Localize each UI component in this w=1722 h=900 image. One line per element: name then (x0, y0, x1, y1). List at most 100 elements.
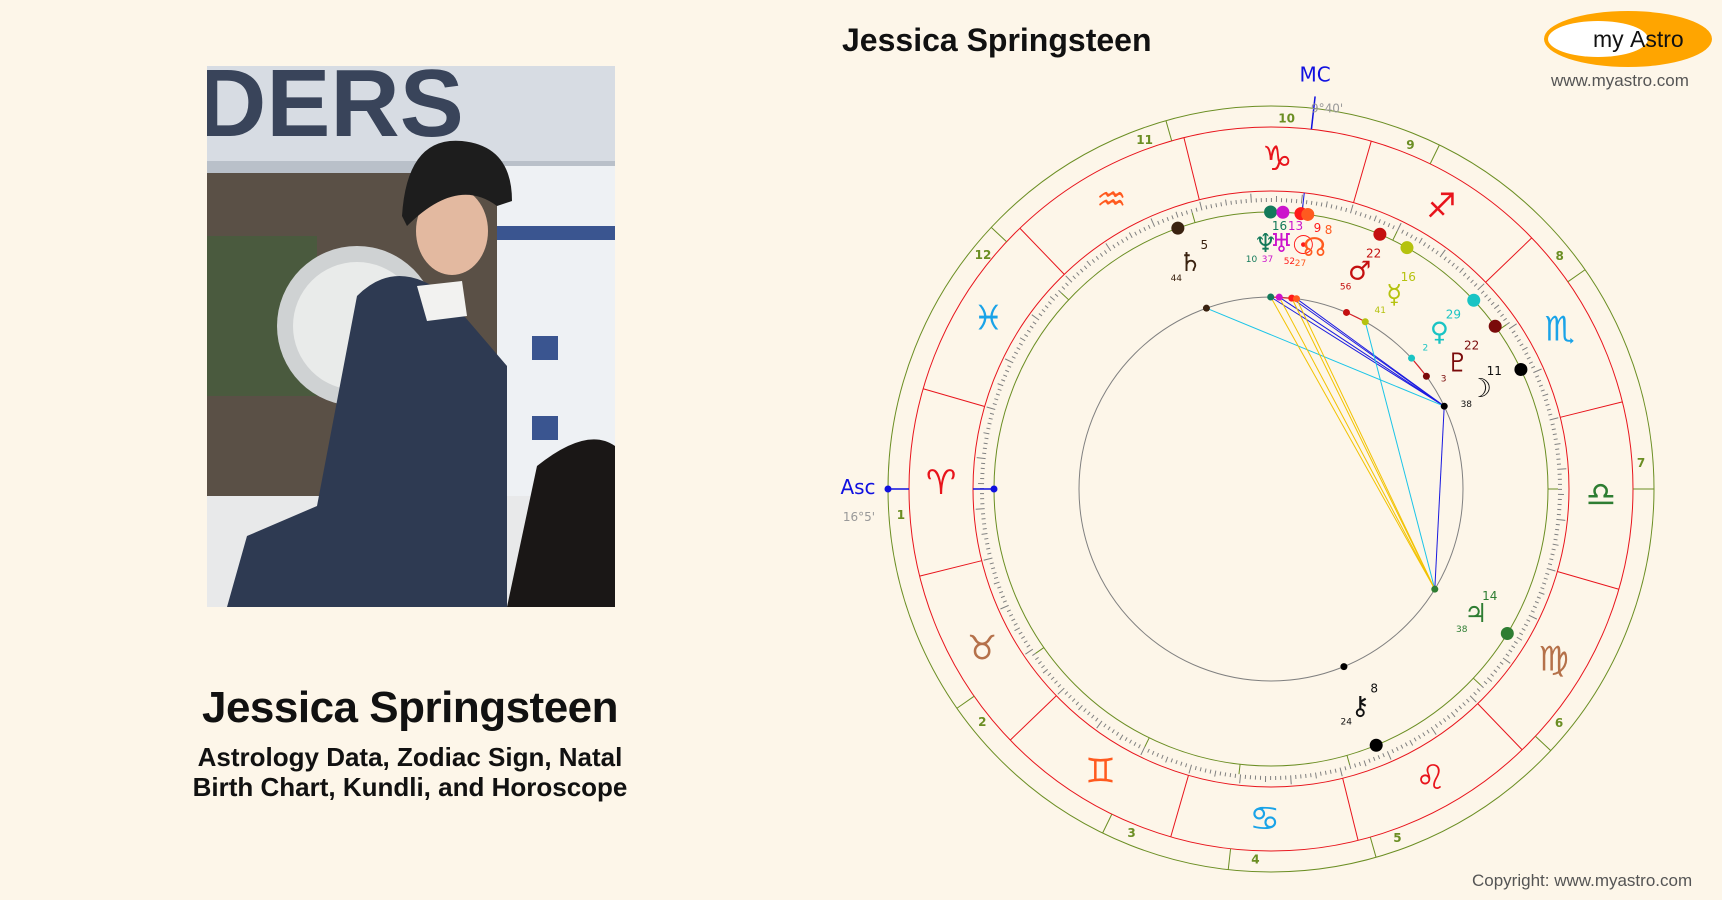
house-cusp-outer (1429, 144, 1440, 165)
house-number-3: 3 (1127, 826, 1135, 840)
planet-dot-moon[interactable] (1514, 363, 1528, 377)
aspect-point-uranus (1275, 293, 1283, 301)
degree-tick (1383, 221, 1386, 226)
degree-tick (1329, 769, 1332, 774)
degree-tick (1300, 194, 1303, 204)
house-number-2: 2 (978, 715, 986, 729)
degree-tick (1116, 241, 1120, 246)
degree-tick (1320, 202, 1323, 207)
degree-tick (1364, 213, 1367, 218)
degree-tick (1219, 771, 1222, 776)
degree-tick (1480, 290, 1485, 294)
planet-dot-uranus[interactable] (1276, 205, 1290, 219)
sign-boundary (1019, 227, 1065, 275)
planet-dot-saturn[interactable] (1171, 221, 1185, 235)
degree-tick (1078, 705, 1083, 711)
degree-tick (999, 591, 1004, 594)
degree-tick (1454, 708, 1459, 713)
degree-tick (1349, 764, 1352, 769)
degree-tick (992, 403, 997, 406)
degree-tick (1335, 205, 1338, 210)
degree-tick (984, 537, 989, 540)
degree-tick (1230, 200, 1232, 205)
planet-dot-pluto[interactable] (1488, 319, 1502, 333)
degree-tick (997, 383, 1004, 387)
degree-tick (1487, 677, 1493, 682)
degree-tick (1009, 614, 1014, 617)
degree-tick (1462, 702, 1466, 706)
degree-tick (1325, 201, 1328, 208)
degree-tick (1519, 632, 1524, 636)
sign-boundary (1477, 703, 1523, 751)
degree-tick (1476, 688, 1481, 692)
degree-tick (1075, 701, 1080, 706)
sign-glyph-aquarius-icon: ♒ (1096, 180, 1126, 220)
degree-tick (1239, 774, 1242, 784)
planet-minute-jupiter: 38 (1456, 625, 1468, 635)
degree-tick (1171, 215, 1174, 220)
degree-tick (1554, 443, 1561, 445)
planet-glyph-pluto-icon: ♇ (1446, 348, 1469, 378)
degree-tick (1041, 664, 1045, 669)
degree-tick (1344, 766, 1347, 771)
degree-tick (1049, 296, 1055, 301)
planet-dot-neptune[interactable] (1264, 205, 1278, 219)
planet-degree-chiron: 8 (1370, 681, 1378, 695)
house-cusp-outer (990, 227, 1007, 243)
degree-tick (1497, 309, 1501, 314)
degree-tick (1005, 369, 1010, 373)
sign-boundary (1183, 137, 1200, 200)
planet-dot-mercury[interactable] (1400, 241, 1414, 255)
house-cusp-outer (1535, 735, 1552, 751)
degree-tick (992, 572, 997, 575)
sign-glyph-aries-icon: ♈ (926, 463, 956, 503)
myastro-logo[interactable]: my Astro (1543, 10, 1713, 68)
house-number-7: 7 (1637, 456, 1645, 470)
degree-tick (1209, 769, 1212, 774)
degree-tick (1330, 204, 1333, 209)
degree-tick (1553, 438, 1558, 441)
aspect-point-moon (1440, 402, 1448, 410)
degree-tick (1014, 351, 1019, 355)
aspect-point-jupiter (1431, 585, 1439, 593)
degree-tick (1190, 209, 1193, 214)
degree-tick (1180, 211, 1184, 217)
degree-tick (1091, 259, 1096, 263)
degree-tick (1450, 711, 1456, 718)
degree-tick (1532, 605, 1537, 609)
planet-dot-north-node[interactable] (1301, 207, 1315, 221)
degree-tick (1250, 193, 1252, 203)
house-cusp-outer (956, 695, 975, 709)
degree-tick (1061, 286, 1066, 290)
logo-astro: Astro (1630, 26, 1684, 52)
planet-dot-venus[interactable] (1467, 293, 1481, 307)
sign-glyph-libra-icon: ♎ (1586, 475, 1616, 515)
planet-dot-jupiter[interactable] (1500, 627, 1514, 641)
planet-minute-sun: 52 (1284, 257, 1295, 267)
degree-tick (1029, 325, 1034, 329)
planet-degree-saturn: 5 (1200, 238, 1208, 252)
sign-boundary (919, 560, 982, 577)
degree-tick (1058, 289, 1062, 294)
aspect-line-trine (1278, 296, 1436, 590)
degree-tick (1150, 218, 1156, 227)
planet-dot-chiron[interactable] (1369, 738, 1383, 752)
degree-tick (1199, 767, 1202, 772)
degree-tick (1396, 746, 1399, 751)
degree-tick (1080, 268, 1084, 273)
degree-tick (1545, 572, 1550, 575)
degree-tick (1354, 210, 1357, 215)
sign-glyph-cancer-icon: ♋ (1250, 799, 1280, 839)
degree-tick (1513, 641, 1518, 644)
degree-tick (1016, 347, 1021, 350)
profile-photo: DERS (207, 66, 615, 607)
degree-tick (1315, 201, 1318, 206)
planet-dot-mars[interactable] (1373, 227, 1387, 241)
house-cusp-inner (1035, 647, 1045, 654)
degree-tick (982, 447, 987, 450)
degree-tick (1054, 293, 1059, 298)
planet-minute-moon: 38 (1461, 400, 1473, 410)
degree-tick (1000, 604, 1009, 610)
brand-url[interactable]: www.myastro.com (1551, 71, 1689, 90)
degree-tick (1103, 723, 1107, 728)
